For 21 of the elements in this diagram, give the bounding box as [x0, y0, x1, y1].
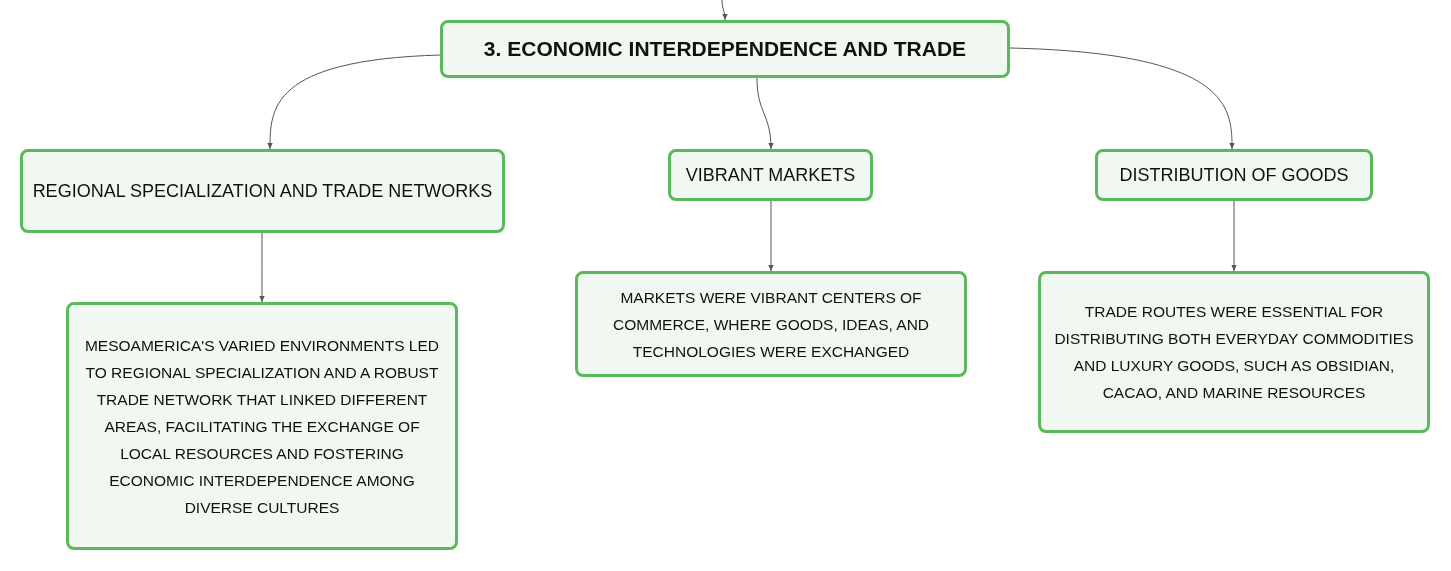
connector-arrow	[1231, 200, 1237, 272]
connector-arrow	[1009, 47, 1235, 150]
connector-arrow	[768, 200, 774, 272]
topic-box	[440, 20, 1010, 78]
connector-arrow	[259, 232, 265, 303]
node-text: 3. ECONOMIC INTERDEPENDENCE AND TRADE	[483, 36, 967, 62]
node-text: MARKETS WERE VIBRANT CENTERS OF COMMERCE, WHERE GOODS, IDEAS, AND TECHNOLOGIES WERE EXCHANGED	[611, 287, 931, 362]
node-text: REGIONAL SPECIALIZATION AND TRADE NETWORKS	[32, 180, 493, 203]
subtopic-box	[668, 149, 873, 201]
connector-arrow	[721, 0, 728, 21]
node-text: TRADE ROUTES WERE ESSENTIAL FOR DISTRIBUTING BOTH EVERYDAY COMMODITIES AND LUXURY GOODS, SUCH AS OBSIDIAN, CACAO, AND MARINE RESOURCES	[1053, 302, 1415, 403]
detail-box	[575, 271, 967, 377]
node-text: DISTRIBUTION OF GOODS	[1119, 164, 1349, 187]
subtopic-box	[1095, 149, 1373, 201]
connector-arrow	[267, 54, 441, 150]
detail-box	[66, 302, 458, 550]
subtopic-box	[20, 149, 505, 233]
node-text: MESOAMERICA'S VARIED ENVIRONMENTS LED TO REGIONAL SPECIALIZATION AND A ROBUST TRADE NETWORK THAT LINKED DIFFERENT AREAS, FACILITATING THE EXCHANGE OF LOCAL RESOURCES AND FOSTERING ECONOMIC INTERDEPENDENCE AMONG DIVERSE CULTURES	[83, 335, 441, 518]
connector-arrow	[756, 77, 774, 150]
node-text: VIBRANT MARKETS	[685, 164, 856, 187]
detail-box	[1038, 271, 1430, 433]
